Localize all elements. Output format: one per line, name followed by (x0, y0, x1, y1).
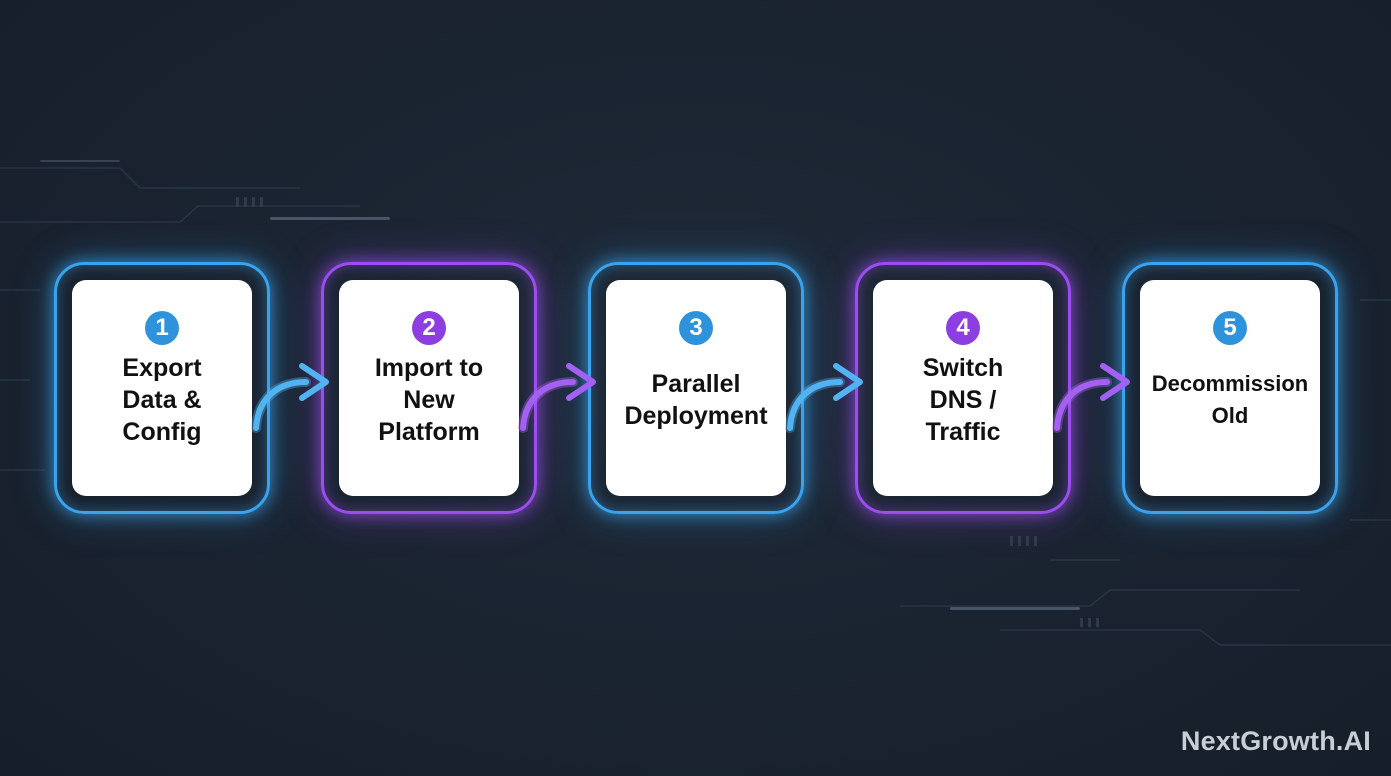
arrow-icon-3-to-4 (785, 363, 863, 433)
step-3-card: 3 Parallel Deployment (606, 280, 786, 496)
step-2-number-badge: 2 (412, 311, 446, 345)
step-5-label: Decommission Old (1151, 370, 1309, 428)
arrow-icon-1-to-2 (251, 363, 329, 433)
step-1-frame: 1 Export Data & Config (54, 262, 270, 514)
step-1-label: Export Data & Config (122, 353, 202, 446)
step-2-frame: 2 Import to New Platform (321, 262, 537, 514)
step-4-card: 4 Switch DNS / Traffic (873, 280, 1053, 496)
step-3-frame: 3 Parallel Deployment (588, 262, 804, 514)
step-4-number-badge: 4 (946, 311, 980, 345)
step-1-number-badge: 1 (145, 311, 179, 345)
brand-watermark: NextGrowth.AI (1180, 726, 1371, 756)
step-3-number-badge: 3 (679, 311, 713, 345)
step-5-frame: 5 Decommission Old (1122, 262, 1338, 514)
step-5-number-badge: 5 (1213, 311, 1247, 345)
step-4-label: Switch DNS / Traffic (922, 353, 1004, 446)
step-5-card: 5 Decommission Old (1140, 280, 1320, 496)
step-3-label: Parallel Deployment (624, 369, 768, 430)
arrow-icon-4-to-5 (1052, 363, 1130, 433)
step-2-label: Import to New Platform (374, 353, 484, 446)
step-2-card: 2 Import to New Platform (339, 280, 519, 496)
arrow-icon-2-to-3 (518, 363, 596, 433)
step-4-frame: 4 Switch DNS / Traffic (855, 262, 1071, 514)
step-1-card: 1 Export Data & Config (72, 280, 252, 496)
